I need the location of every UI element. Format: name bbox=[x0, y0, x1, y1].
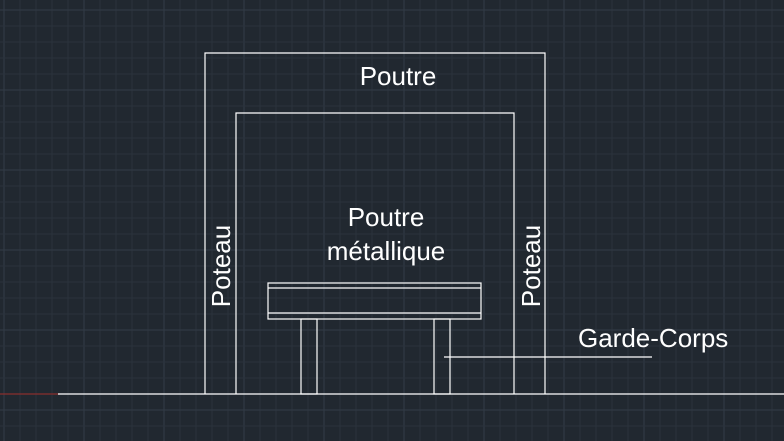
railing-label: Garde-Corps bbox=[578, 323, 728, 353]
left-post-label: Poteau bbox=[206, 225, 236, 307]
metallic-beam bbox=[267, 282, 482, 320]
right-post-label: Poteau bbox=[516, 225, 546, 307]
inner-beam-label-line2: métallique bbox=[327, 236, 446, 266]
inner-beam-label-line1: Poutre bbox=[348, 202, 425, 232]
top-beam-label: Poutre bbox=[360, 61, 437, 91]
left-support bbox=[300, 318, 318, 395]
inner-frame bbox=[235, 112, 515, 394]
outer-frame bbox=[204, 52, 546, 394]
